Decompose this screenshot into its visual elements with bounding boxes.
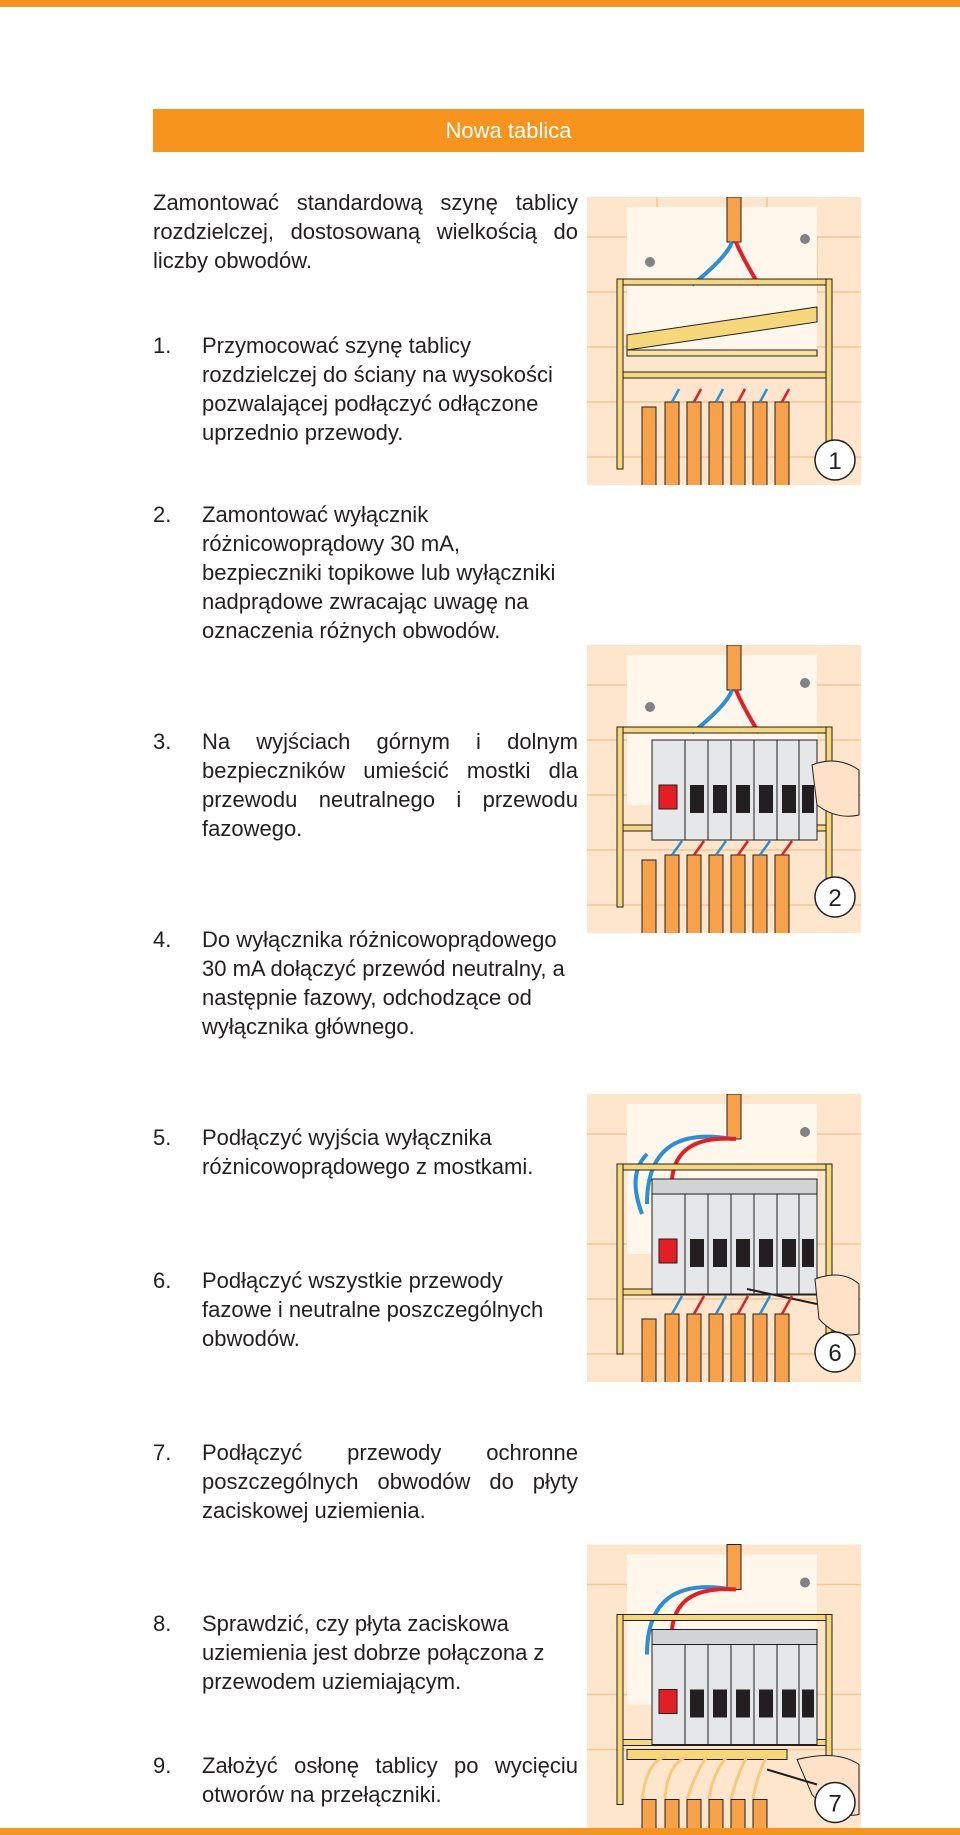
section-title: Nowa tablica (445, 117, 572, 143)
step-text: Zamontować wyłącznik różnicowoprądowy 30… (202, 502, 556, 643)
illustration-number: 7 (828, 1791, 841, 1818)
step-number: 6. (153, 1268, 172, 1293)
earthing-illustration: 7 (587, 1544, 861, 1830)
step-item: 4. Do wyłącznika różnicowoprądowego 30 m… (153, 925, 578, 1041)
illustration-number: 2 (828, 885, 841, 912)
step-item: 6. Podłączyć wszystkie przewody fazowe i… (153, 1266, 578, 1353)
step-item: 9. Założyć osłonę tablicy po wycięciu ot… (153, 1751, 578, 1809)
wiring-illustration: 6 (587, 1094, 861, 1382)
step-text: Do wyłącznika różnicowoprądowego 30 mA d… (202, 927, 565, 1039)
illustration-step-7: 7 (587, 1543, 861, 1831)
step-text: Podłączyć wyjścia wyłącznika różnicowopr… (202, 1125, 534, 1179)
step-text: Podłączyć wszystkie przewody fazowe i ne… (202, 1268, 544, 1351)
top-accent-bar (0, 0, 960, 7)
intro-paragraph: Zamontować standardową szynę tablicy roz… (153, 190, 578, 273)
step-number: 7. (153, 1440, 172, 1465)
step-item: 2. Zamontować wyłącznik różnicowoprądowy… (153, 500, 578, 645)
step-number: 3. (153, 729, 172, 754)
illustration-step-2: 2 (587, 645, 861, 933)
bottom-accent-bar (0, 1828, 960, 1835)
step-number: 2. (153, 502, 172, 527)
step-item: 1. Przymocować szynę tablicy rozdzielcze… (153, 331, 578, 447)
step-text: Założyć osłonę tablicy po wycięciu otwor… (202, 1753, 578, 1807)
step-number: 4. (153, 927, 172, 952)
illustration-step-1: 1 (587, 197, 861, 485)
step-number: 8. (153, 1611, 172, 1636)
step-item: 8. Sprawdzić, czy płyta zaciskowa uziemi… (153, 1609, 578, 1696)
step-text: Na wyjściach górnym i dolnym bezpiecznik… (202, 729, 578, 841)
step-item: 7. Podłączyć przewody ochronne poszczegó… (153, 1438, 578, 1525)
illustration-number: 1 (828, 448, 841, 475)
step-number: 5. (153, 1125, 172, 1150)
illustration-step-6: 6 (587, 1094, 861, 1382)
step-number: 9. (153, 1753, 172, 1778)
illustration-number: 6 (828, 1340, 841, 1367)
step-text: Przymocować szynę tablicy rozdzielczej d… (202, 333, 553, 445)
section-header: Nowa tablica (153, 109, 864, 152)
rail-mounting-illustration: 1 (587, 197, 861, 485)
step-item: 5. Podłączyć wyjścia wyłącznika różnicow… (153, 1123, 578, 1181)
step-text: Podłączyć przewody ochronne poszczególny… (202, 1440, 578, 1523)
breakers-mounting-illustration: 2 (587, 645, 861, 933)
step-item: 3. Na wyjściach górnym i dolnym bezpiecz… (153, 727, 578, 843)
step-number: 1. (153, 333, 172, 358)
step-text: Sprawdzić, czy płyta zaciskowa uziemieni… (202, 1611, 545, 1694)
